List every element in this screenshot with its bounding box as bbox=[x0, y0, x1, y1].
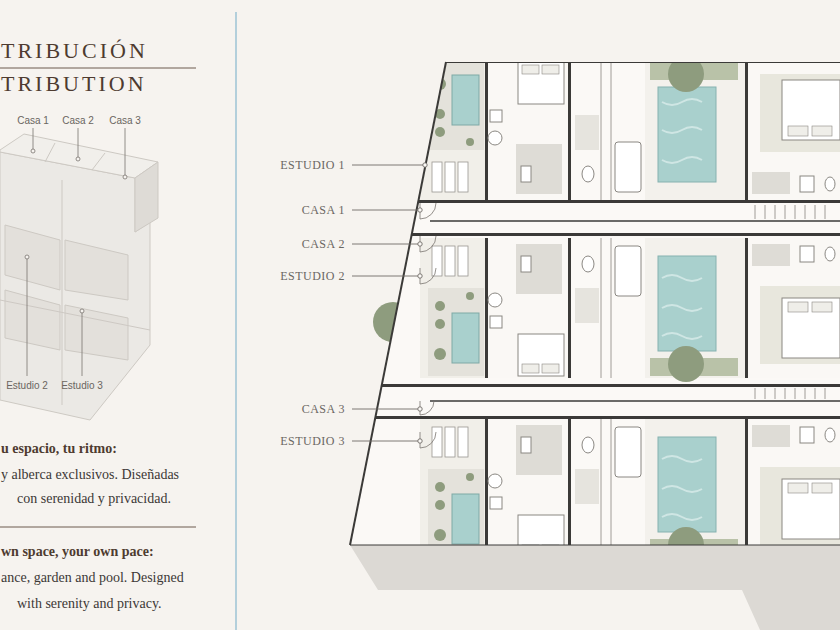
part-label: Estudio 2 bbox=[6, 380, 48, 391]
plan-edge bbox=[350, 545, 840, 546]
callout-label: ESTUDIO 1 bbox=[279, 158, 346, 173]
callout-label: ESTUDIO 3 bbox=[279, 434, 346, 449]
part-label: Estudio 3 bbox=[61, 380, 103, 391]
body-text: with serenity and privacy. bbox=[17, 596, 162, 612]
body-text: y alberca exclusivos. Diseñadas bbox=[1, 467, 179, 483]
section-heading: u espacio, tu ritmo: bbox=[1, 441, 117, 457]
leader-lines bbox=[25, 128, 127, 376]
door-arcs bbox=[420, 203, 436, 448]
text-rule bbox=[0, 527, 196, 528]
plan-edge bbox=[350, 62, 446, 545]
subtitle-text: TRIBUTION bbox=[1, 71, 147, 97]
plan-shadow bbox=[350, 545, 840, 630]
isometric-diagram bbox=[0, 134, 158, 420]
part-label: Casa 1 bbox=[17, 115, 49, 126]
callout-label: CASA 2 bbox=[301, 237, 346, 252]
callout-label: ESTUDIO 2 bbox=[279, 269, 346, 284]
divider-line bbox=[235, 12, 237, 630]
part-label: Casa 3 bbox=[109, 115, 141, 126]
title-rule bbox=[0, 68, 196, 69]
callout-leaders bbox=[352, 163, 427, 443]
body-text: con serenidad y privacidad. bbox=[17, 491, 171, 507]
section-heading: wn space, your own pace: bbox=[1, 544, 154, 560]
body-text: ance, garden and pool. Designed bbox=[1, 570, 184, 586]
part-label: Casa 2 bbox=[62, 115, 94, 126]
callout-label: CASA 1 bbox=[301, 203, 346, 218]
floor-plan bbox=[340, 56, 840, 563]
page-title: TRIBUCIÓN bbox=[1, 38, 148, 64]
callout-label: CASA 3 bbox=[301, 402, 346, 417]
